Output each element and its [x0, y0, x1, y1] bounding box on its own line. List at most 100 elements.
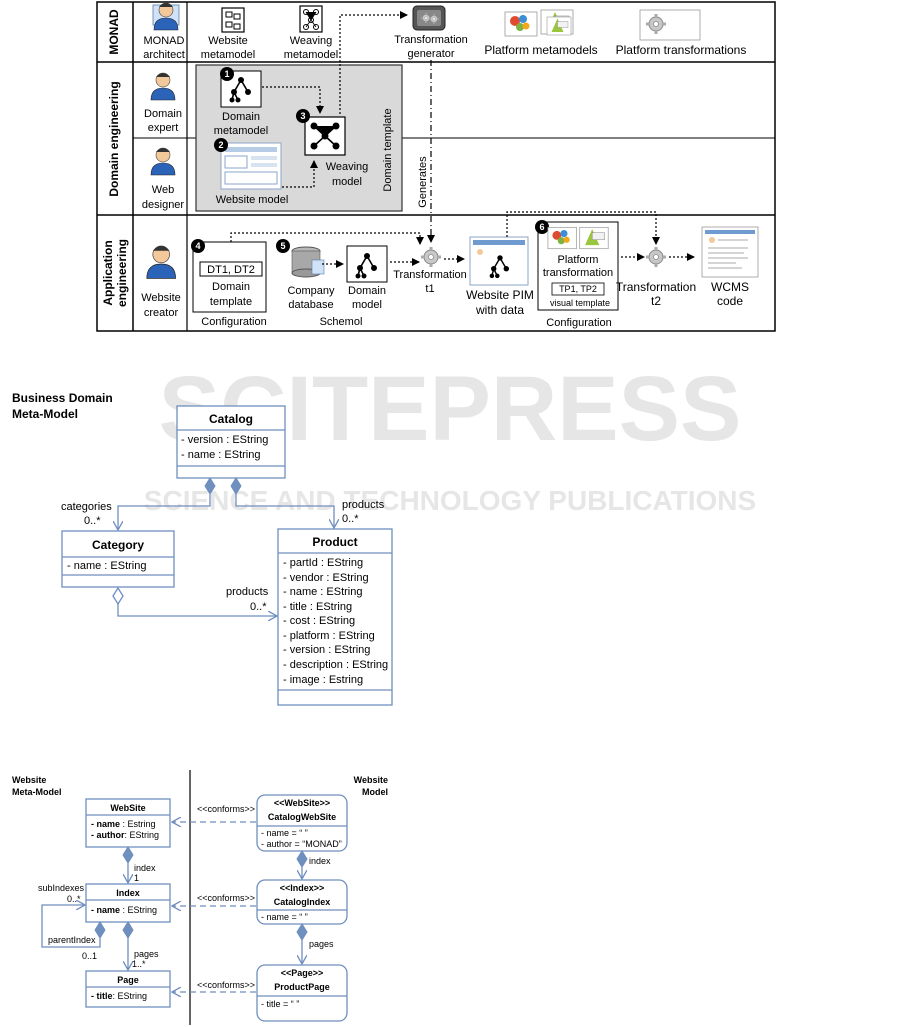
company-database-label-1: Company [287, 285, 335, 297]
meta-website-class: WebSite - name : Estring - author: EStri… [85, 798, 171, 848]
website-model-title-1: Website [354, 775, 388, 785]
products-multiplicity: 0..* [342, 513, 359, 525]
transformation-t1-label-1: Transformation [393, 269, 467, 281]
role-domain-expert-2: expert [148, 122, 179, 134]
product-attr: - description : EString [283, 659, 388, 671]
pages-multiplicity: 1..* [132, 959, 146, 969]
business-title-2: Meta-Model [12, 407, 78, 421]
product-attr: - title : EString [283, 601, 352, 613]
model-website-stereotype: <<WebSite>> [274, 798, 330, 808]
website-metamodel-icon [221, 7, 245, 33]
platform-metamodels-label: Platform metamodels [484, 43, 597, 57]
domain-expert-icon [150, 72, 176, 101]
role-monad-architect-1: MONAD [144, 35, 185, 47]
lane-application-2: engineering [115, 239, 129, 307]
weaving-model-icon: 3 [296, 109, 346, 156]
badge-5: 5 [280, 241, 285, 251]
weaving-model-label-2: model [332, 176, 362, 188]
conforms-label: <<conforms>> [197, 804, 255, 814]
role-website-creator-2: creator [144, 307, 179, 319]
domain-template-label-1: Domain [212, 281, 250, 293]
platform-transformation-label-2: transformation [543, 267, 613, 279]
meta-website-name: WebSite [110, 803, 145, 813]
transformation-t2-icon [645, 246, 667, 268]
domain-template-box [192, 241, 267, 313]
visual-template-label: visual template [550, 298, 610, 308]
model-website-name: CatalogWebSite [268, 812, 336, 822]
product-attr: - version : EString [283, 644, 370, 656]
model-page-stereotype: <<Page>> [281, 968, 324, 978]
meta-website-attr-type: : EString [125, 830, 160, 840]
transformation-generator-icon [412, 5, 446, 31]
company-database-icon: 5 [276, 239, 325, 278]
catalog-class: Catalog - version : EString - name : ESt… [176, 405, 286, 479]
website-pim-label-1: Website PIM [466, 288, 534, 302]
categories-role-label: categories [61, 501, 112, 513]
website-metamodel-and-model: Website Meta-Model Website Model WebSite… [12, 770, 388, 1025]
website-model-label: Website model [216, 194, 289, 206]
meta-page-attr-key: - title [91, 991, 113, 1001]
product-attr: - image : Estring [283, 674, 363, 686]
company-database-label-2: database [288, 299, 333, 311]
role-website-creator-1: Website [141, 292, 181, 304]
process-frame [96, 1, 776, 332]
svg-text:- name : EString: - name : EString [91, 905, 157, 915]
website-pim-label-2: with data [475, 303, 524, 317]
model-page-attr: - title = “ ” [261, 999, 299, 1009]
transformation-generator-label-1: Transformation [394, 34, 468, 46]
meta-index-class: Index - name : EString [85, 883, 171, 923]
catalog-attr: - name : EString [181, 449, 260, 461]
meta-index-name: Index [116, 888, 140, 898]
role-web-designer-1: Web [152, 184, 174, 196]
generates-label: Generates [417, 156, 429, 208]
product-attr: - platform : EString [283, 630, 375, 642]
parentindex-multiplicity: 0..1 [82, 951, 97, 961]
domain-metamodel-label-1: Domain [222, 111, 260, 123]
domain-metamodel-label-2: metamodel [214, 125, 268, 137]
product-attr: - vendor : EString [283, 572, 369, 584]
category-name: Category [92, 538, 144, 552]
platform-transformations-icons [546, 9, 701, 41]
wcms-code-label-2: code [717, 294, 743, 308]
model-productpage-object: <<Page>> ProductPage - title = “ ” [256, 964, 348, 1022]
subindexes-multiplicity: 0..* [67, 894, 81, 904]
svg-text:- author: EString: - author: EString [91, 830, 159, 840]
website-model-icon: 2 [214, 138, 282, 190]
business-title-1: Business Domain [12, 391, 113, 405]
website-pim-icon [469, 236, 529, 286]
configuration-2-label: Configuration [546, 317, 611, 329]
badge-6: 6 [539, 222, 544, 232]
model-catalogindex-object: <<Index>> CatalogIndex - name = “ ” [256, 879, 348, 925]
category-attr: - name : EString [67, 560, 146, 572]
weaving-model-label-1: Weaving [326, 161, 369, 173]
model-index-attr: - name = “ ” [261, 912, 308, 922]
category-products-role-label: products [226, 586, 269, 598]
product-class: Product - partId : EString - vendor : ES… [277, 528, 393, 706]
lane-monad: MONAD [107, 9, 121, 55]
domain-model-label-2: model [352, 299, 382, 311]
model-page-name: ProductPage [274, 982, 330, 992]
product-attr: - cost : EString [283, 615, 355, 627]
index-multiplicity: 1 [134, 873, 139, 883]
role-monad-architect-2: architect [143, 49, 185, 61]
schemol-label: Schemol [320, 316, 363, 328]
meta-index-attr-key: - name [91, 905, 120, 915]
dt-box-label: DT1, DT2 [207, 264, 255, 276]
meta-page-name: Page [117, 975, 139, 985]
tp-box-label: TP1, TP2 [559, 284, 597, 294]
meta-website-attr-key: - name [91, 819, 120, 829]
badge-2: 2 [218, 140, 223, 150]
products-role-label: products [342, 499, 385, 511]
weaving-metamodel-icon [299, 5, 323, 33]
meta-index-attr-type: : EString [120, 905, 157, 915]
lane-application-1: Application [101, 240, 115, 305]
model-index-stereotype: <<Index>> [280, 883, 325, 893]
configuration-1-label: Configuration [201, 316, 266, 328]
model-catalogwebsite-object: <<WebSite>> CatalogWebSite - name = “ ” … [256, 794, 348, 852]
watermark-sub: SCIENCE AND TECHNOLOGY PUBLICATIONS [144, 485, 756, 516]
conforms-label: <<conforms>> [197, 893, 255, 903]
model-website-attr: - author = “MONAD” [261, 839, 342, 849]
categories-multiplicity: 0..* [84, 515, 101, 527]
platform-transformations-label: Platform transformations [616, 43, 747, 57]
